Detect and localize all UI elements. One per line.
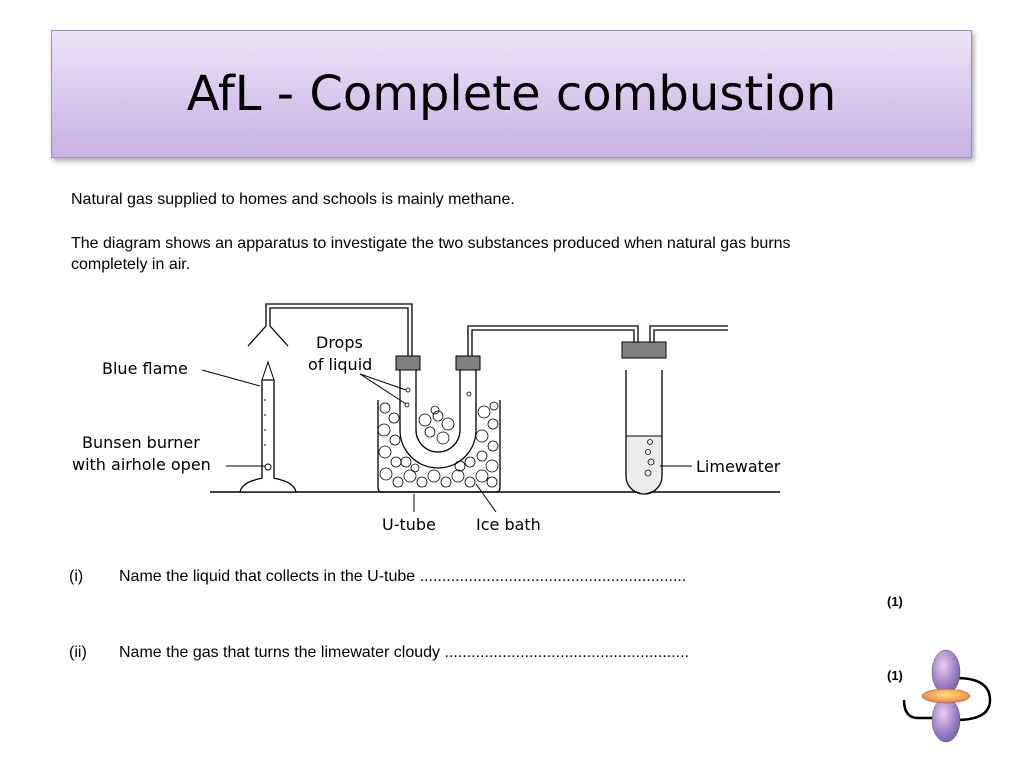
ice-bath (377, 400, 501, 493)
label-bunsen-2: with airhole open (72, 455, 211, 474)
orbital-logo-icon (902, 649, 992, 743)
label-drops-1: Drops (316, 333, 363, 352)
intro-text: Natural gas supplied to homes and school… (71, 191, 515, 208)
label-bunsen-1: Bunsen burner (82, 433, 200, 452)
question-2-number: (ii) (69, 644, 87, 661)
delivery-tube-2 (467, 325, 639, 356)
limewater-tube (621, 341, 667, 495)
bunsen-burner (239, 379, 297, 493)
question-2-marks: (1) (887, 668, 903, 683)
label-drops-2: of liquid (308, 355, 372, 374)
blue-flame (261, 360, 275, 381)
question-1-text: Name the liquid that collects in the U-t… (119, 568, 687, 585)
question-1-marks: (1) (887, 594, 903, 609)
label-utube: U-tube (382, 515, 436, 534)
apparatus-diagram: Blue flame Drops of liquid Bunsen burner… (72, 303, 781, 534)
title-banner: AfL - Complete combustion (51, 30, 972, 158)
question-2-text: Name the gas that turns the limewater cl… (119, 644, 689, 661)
slide-title: AfL - Complete combustion (186, 66, 837, 122)
description-text: The diagram shows an apparatus to invest… (71, 235, 791, 273)
question-1-number: (i) (69, 568, 84, 585)
delivery-tube-1 (265, 303, 413, 358)
label-blue-flame: Blue flame (102, 359, 188, 378)
outlet-tube (649, 325, 728, 342)
label-limewater: Limewater (696, 457, 781, 476)
label-ice-bath: Ice bath (476, 515, 541, 534)
funnel (247, 325, 289, 347)
